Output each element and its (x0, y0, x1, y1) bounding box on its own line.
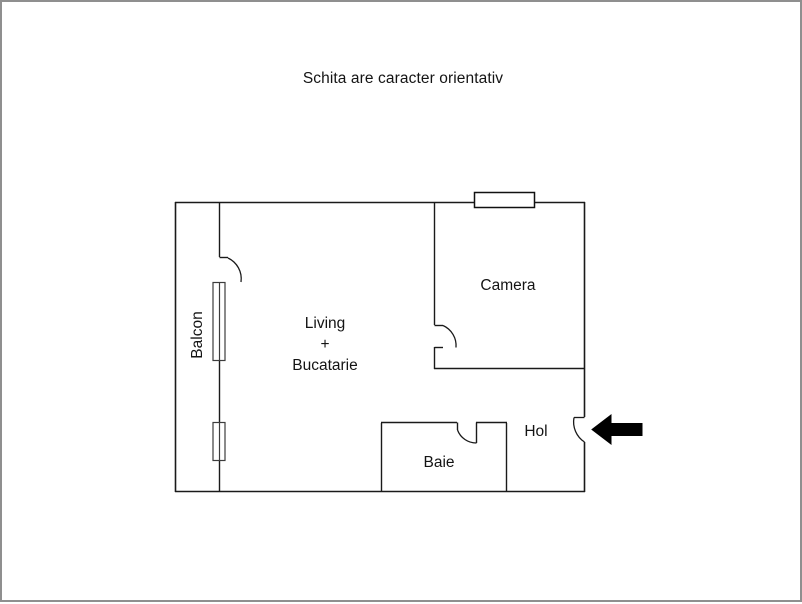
balcon-window-lower (212, 421, 226, 462)
entrance-door-arc (572, 417, 585, 443)
entrance-door (572, 416, 585, 443)
balcon-window-upper (212, 281, 226, 362)
balcon-door-arc (227, 257, 242, 283)
room-label-baie: Baie (423, 454, 454, 471)
room-label-hol: Hol (524, 423, 547, 440)
baie-door (456, 429, 477, 444)
camera-door (442, 324, 457, 348)
room-label-bucatarie: Bucatarie (292, 357, 357, 374)
room-label-balcon: Balcon (189, 311, 206, 358)
entrance-direction-arrow (591, 413, 643, 446)
balcon-door (227, 257, 242, 283)
room-label-camera: Camera (480, 277, 536, 294)
camera-window-top-frame (473, 191, 536, 209)
outer-walls (174, 201, 586, 493)
entrance-arrow-shape (591, 413, 643, 446)
page-title: Schita are caracter orientativ (302, 70, 504, 87)
room-label-living: Living (305, 315, 346, 332)
camera-walls (433, 202, 585, 370)
room-label-plus: + (320, 336, 329, 353)
baie-door-arc (456, 429, 477, 444)
camera-door-arc (442, 324, 457, 348)
baie-walls (380, 421, 508, 492)
camera-window-top (473, 191, 536, 209)
